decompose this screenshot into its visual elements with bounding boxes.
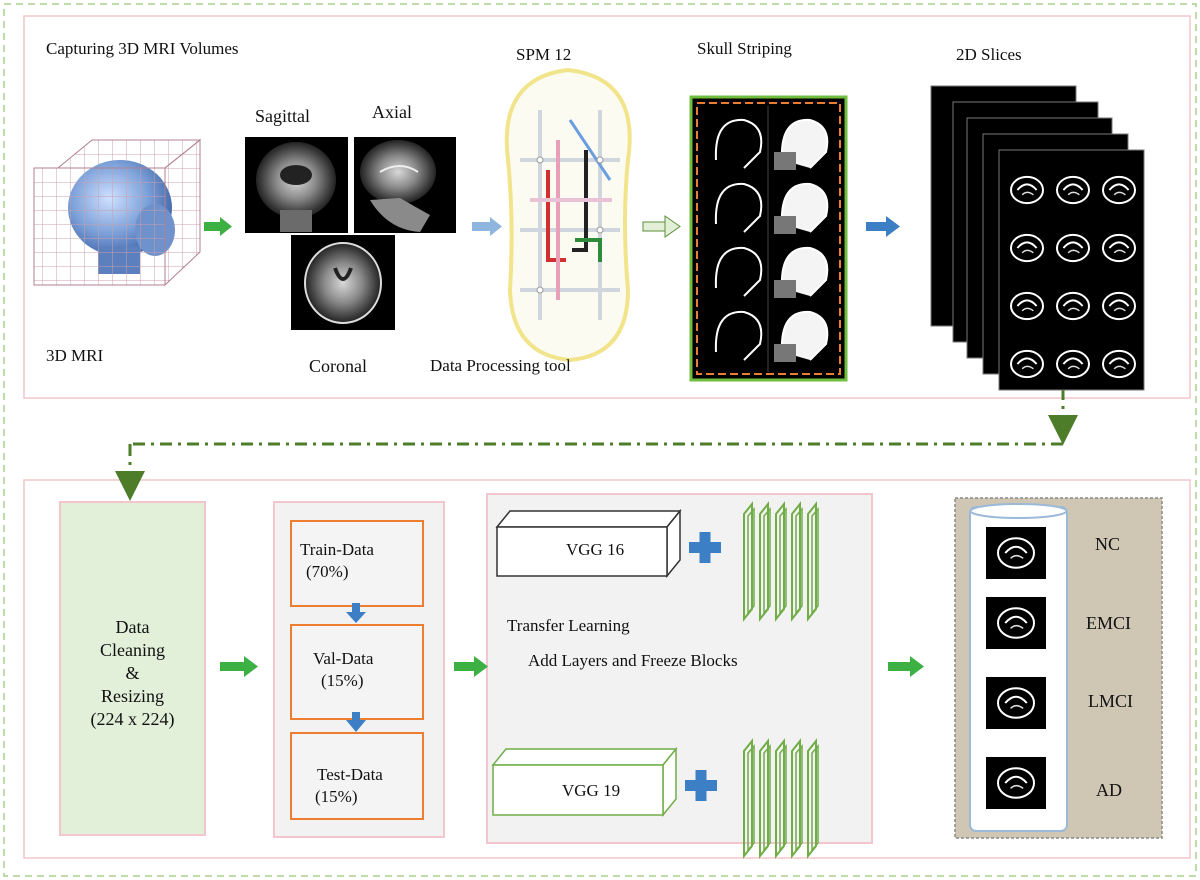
val-label: Val-Data (15%) bbox=[313, 648, 373, 692]
layer-frame-inner bbox=[763, 506, 771, 616]
slice-brain bbox=[1056, 233, 1090, 263]
result-brain bbox=[997, 687, 1035, 719]
skull-mask bbox=[774, 216, 796, 234]
result-slice bbox=[986, 677, 1046, 729]
added-layers-bottom bbox=[743, 738, 819, 859]
skull-mask bbox=[774, 280, 796, 298]
mri-label: 3D MRI bbox=[46, 346, 104, 365]
axial-image bbox=[354, 137, 456, 233]
layer-frame-inner bbox=[763, 743, 771, 853]
spm-subtitle: Data Processing tool bbox=[430, 356, 571, 375]
test-label: Test-Data (15%) bbox=[315, 764, 383, 808]
result-brain bbox=[997, 537, 1035, 569]
skull-image bbox=[714, 118, 763, 169]
slice-brain bbox=[1102, 175, 1136, 205]
arrow-train-to-val bbox=[346, 603, 366, 623]
slice-brain bbox=[1102, 349, 1136, 379]
train-label: Train-Data (70%) bbox=[300, 539, 374, 583]
cleaning-line-3: & bbox=[125, 663, 140, 684]
slice-brain bbox=[1010, 233, 1044, 263]
class-label-nc: NC bbox=[1095, 534, 1121, 554]
vgg19-block bbox=[491, 746, 678, 818]
slice-brain bbox=[1010, 349, 1044, 379]
spm-title: SPM 12 bbox=[516, 45, 572, 64]
slice-brain bbox=[1102, 233, 1136, 263]
cleaning-text: Data Cleaning & Resizing (224 x 224) bbox=[60, 616, 205, 731]
skull-image bbox=[714, 310, 763, 361]
coronal-image bbox=[291, 235, 395, 330]
sagittal-label: Sagittal bbox=[255, 106, 310, 126]
layer-frame-inner bbox=[795, 506, 803, 616]
arrow-model-to-results bbox=[888, 656, 924, 677]
sagittal-image bbox=[245, 137, 348, 233]
result-slice bbox=[986, 757, 1046, 809]
layer-frame-inner bbox=[779, 743, 787, 853]
layer-frame-inner bbox=[795, 743, 803, 853]
mri-cube-graphic bbox=[33, 138, 202, 287]
layer-frame-inner bbox=[747, 506, 755, 616]
skull-mask bbox=[774, 344, 796, 362]
arrow-split-to-model bbox=[454, 656, 488, 677]
vgg19-label: VGG 19 bbox=[562, 781, 621, 800]
result-slices bbox=[986, 527, 1046, 809]
test-name: Test-Data bbox=[317, 765, 383, 784]
arrow-val-to-test bbox=[346, 712, 366, 732]
test-box bbox=[290, 732, 424, 820]
arrow-skull-to-slices bbox=[866, 216, 900, 237]
skull-stripping-label: Skull Striping bbox=[697, 39, 792, 58]
skull-image bbox=[714, 182, 763, 233]
plus-icon-vgg19 bbox=[685, 770, 717, 801]
result-brain bbox=[997, 607, 1035, 639]
skull-image-grid bbox=[714, 118, 829, 362]
arrow-cube-to-views bbox=[204, 217, 232, 236]
arrow-views-to-spm bbox=[472, 217, 502, 236]
skull-mask bbox=[774, 152, 796, 170]
result-slice bbox=[986, 527, 1046, 579]
slices-label: 2D Slices bbox=[956, 45, 1022, 64]
skull-image bbox=[714, 246, 763, 297]
slice-brain bbox=[1102, 291, 1136, 321]
plus-icon-vgg16 bbox=[689, 532, 721, 563]
cleaning-line-5: (224 x 224) bbox=[90, 709, 175, 730]
slice-brain bbox=[1010, 175, 1044, 205]
val-box bbox=[290, 624, 424, 720]
arrow-cleaning-to-split bbox=[220, 656, 258, 677]
added-layers-top bbox=[743, 501, 819, 622]
train-name: Train-Data bbox=[300, 540, 374, 559]
vgg16-block bbox=[495, 508, 682, 579]
vgg16-label: VGG 16 bbox=[566, 540, 625, 559]
cleaning-line-4: Resizing bbox=[101, 686, 164, 707]
top-title: Capturing 3D MRI Volumes bbox=[46, 39, 239, 58]
slice-brain bbox=[1056, 175, 1090, 205]
cleaning-line-2: Cleaning bbox=[100, 640, 165, 661]
slice-brain bbox=[1056, 349, 1090, 379]
train-pct: (70%) bbox=[306, 562, 349, 582]
test-pct: (15%) bbox=[315, 787, 358, 807]
layer-frame-inner bbox=[747, 743, 755, 853]
spm-brain-graphic bbox=[504, 67, 632, 363]
class-label-ad: AD bbox=[1096, 780, 1122, 800]
val-name: Val-Data bbox=[313, 649, 374, 668]
slice-brain bbox=[1010, 291, 1044, 321]
result-slice bbox=[986, 597, 1046, 649]
val-pct: (15%) bbox=[321, 671, 364, 691]
transfer-learning-label: Transfer Learning bbox=[507, 616, 630, 635]
class-label-lmci: LMCI bbox=[1088, 691, 1133, 711]
class-label-emci: EMCI bbox=[1086, 613, 1131, 633]
layer-frame-inner bbox=[779, 506, 787, 616]
cleaning-line-1: Data bbox=[115, 617, 150, 637]
axial-label: Axial bbox=[372, 102, 412, 122]
layer-frame-inner bbox=[811, 506, 819, 616]
slices-stack bbox=[930, 85, 1145, 391]
slice-brain bbox=[1056, 291, 1090, 321]
add-layers-label: Add Layers and Freeze Blocks bbox=[528, 651, 738, 670]
arrow-spm-to-skull bbox=[642, 215, 681, 238]
coronal-label: Coronal bbox=[309, 356, 367, 376]
train-box bbox=[290, 520, 424, 607]
cleaning-box bbox=[59, 501, 206, 836]
layer-frame-inner bbox=[811, 743, 819, 853]
result-brain bbox=[997, 767, 1035, 799]
